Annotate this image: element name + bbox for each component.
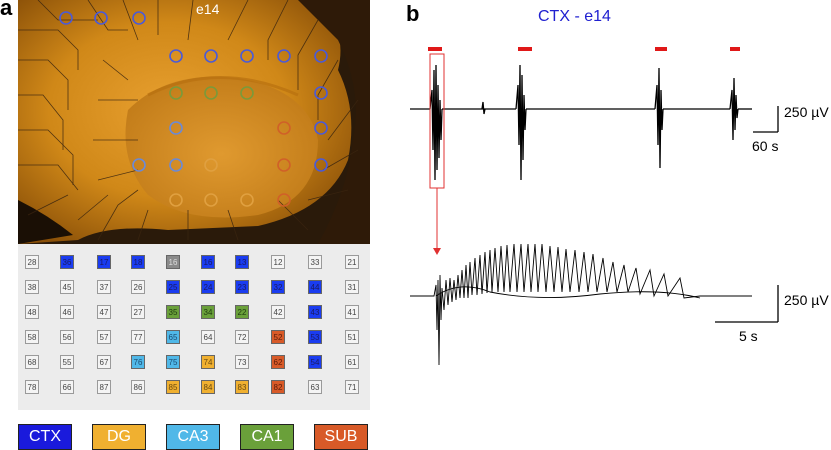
electrode-cell: 13 [235,255,249,269]
electrode-cell: 47 [97,305,111,319]
electrode-cell: 37 [97,280,111,294]
legend-dg: DG [92,424,146,450]
electrode-cell: 17 [97,255,111,269]
legend-ca1: CA1 [240,424,294,450]
electrode-cell: 44 [308,280,322,294]
top-scale-bar [753,106,779,133]
electrode-cell: 27 [131,305,145,319]
electrode-cell: 76 [131,355,145,369]
burst-marker [655,47,667,51]
electrode-cell: 28 [25,255,39,269]
electrode-cell: 55 [60,355,74,369]
electrode-cell: 78 [25,380,39,394]
electrode-cell: 24 [201,280,215,294]
panel-b-title: CTX - e14 [538,8,611,25]
electrode-cell: 26 [131,280,145,294]
bottom-scale-time: 5 s [739,328,758,344]
electrode-circles [59,11,328,207]
electrode-cell: 85 [166,380,180,394]
burst-markers [428,47,740,51]
electrode-cell: 63 [308,380,322,394]
electrode-cell: 53 [308,330,322,344]
legend-ca3: CA3 [166,424,220,450]
panel-a-letter: a [0,0,13,20]
electrode-cell: 57 [97,330,111,344]
electrode-cell: 54 [308,355,322,369]
bottom-scale-bar [715,285,779,323]
electrode-cell: 52 [271,330,285,344]
electrode-cell: 12 [271,255,285,269]
burst-marker [730,47,740,51]
electrode-cell: 77 [131,330,145,344]
electrode-cell: 62 [271,355,285,369]
zoom-arrowhead [433,248,441,255]
trace-plot [410,47,779,366]
electrode-cell: 36 [60,255,74,269]
electrode-cell: 67 [97,355,111,369]
electrode-cell: 61 [345,355,359,369]
electrode-cell: 46 [60,305,74,319]
electrode-cell: 72 [235,330,249,344]
bottom-trace [410,243,752,366]
top-scale-voltage: 250 µV [784,104,829,120]
electrode-cell: 16 [201,255,215,269]
electrode-cell: 84 [201,380,215,394]
electrode-cell: 31 [345,280,359,294]
electrode-cell: 18 [131,255,145,269]
electrode-cell: 32 [271,280,285,294]
electrode-cell: 42 [271,305,285,319]
electrode-cell: 58 [25,330,39,344]
top-scale-time: 60 s [752,138,779,154]
top-trace [410,64,752,181]
electrode-cell: 56 [60,330,74,344]
electrode-cell: 74 [201,355,215,369]
electrode-cell: 68 [25,355,39,369]
legend-ctx: CTX [18,424,72,450]
electrode-cell: 21 [345,255,359,269]
electrode-cell: 22 [235,305,249,319]
burst-marker [518,47,532,51]
slice-image: e14 [18,0,370,244]
electrode-cell: 16 [166,255,180,269]
electrode-cell: 51 [345,330,359,344]
electrode-cell: 75 [166,355,180,369]
electrode-cell: 64 [201,330,215,344]
electrode-cell: 71 [345,380,359,394]
electrode-cell: 43 [308,305,322,319]
electrode-cell: 23 [235,280,249,294]
photo-label: e14 [196,1,220,17]
electrode-map: 28 36 17 18 16 16 13 12 33 21 38 45 37 26 25 24 23 32 44 31… [18,244,370,410]
electrode-cell: 34 [201,305,215,319]
electrode-cell: 45 [60,280,74,294]
legend-sub: SUB [314,424,368,450]
electrode-cell: 73 [235,355,249,369]
burst-marker [428,47,442,51]
electrode-cell: 35 [166,305,180,319]
electrode-cell: 38 [25,280,39,294]
electrode-cell: 33 [308,255,322,269]
panel-b-letter: b [406,1,420,26]
mea-traces [18,0,359,241]
electrode-cell: 86 [131,380,145,394]
electrode-cell: 41 [345,305,359,319]
electrode-cell: 82 [271,380,285,394]
electrode-cell: 48 [25,305,39,319]
mea-slice-photo: e14 [18,0,370,244]
electrode-cell: 25 [166,280,180,294]
bottom-scale-voltage: 250 µV [784,292,829,308]
electrode-cell: 66 [60,380,74,394]
electrode-cell: 87 [97,380,111,394]
electrode-cell: 65 [166,330,180,344]
electrode-cell: 83 [235,380,249,394]
